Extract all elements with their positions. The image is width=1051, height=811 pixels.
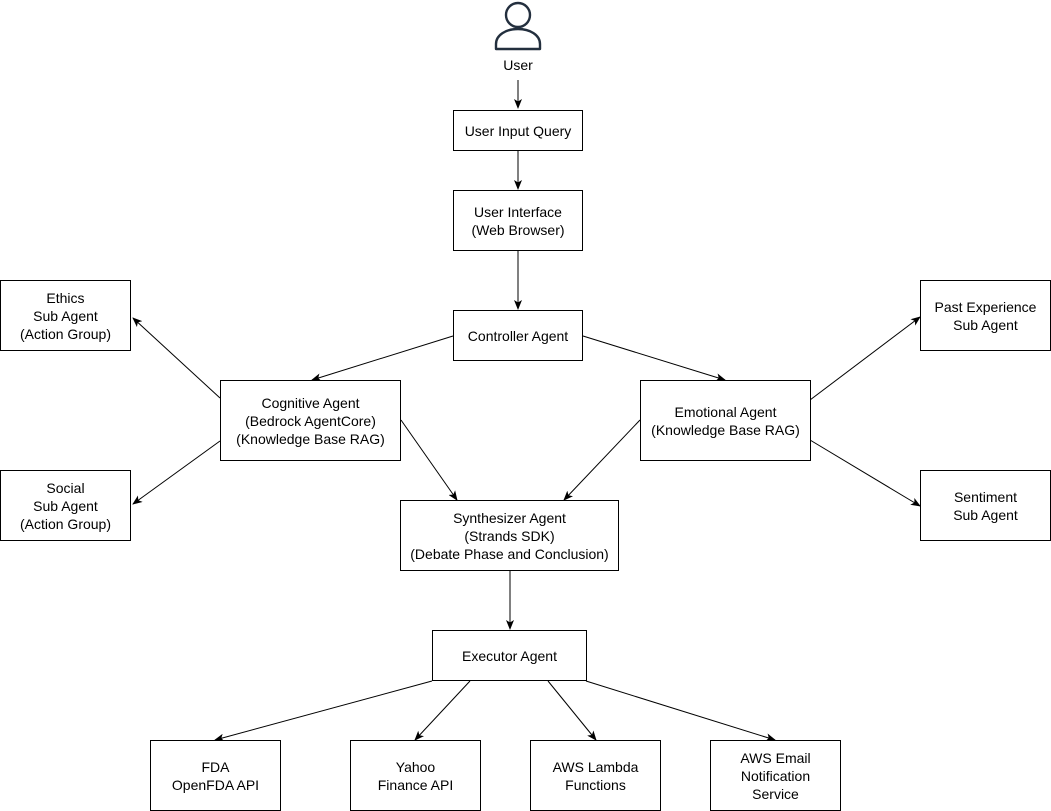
aws-email-notification-label: AWS Email Notification Service [740,749,811,802]
arrow-emotional-to-synthesizer [563,419,641,501]
user-interface-label: User Interface (Web Browser) [471,203,565,238]
aws-lambda-label: AWS Lambda Functions [552,758,639,793]
ethics-sub-agent-box: Ethics Sub Agent (Action Group) [0,280,131,351]
executor-agent-label: Executor Agent [462,647,557,664]
past-experience-sub-agent-box: Past Experience Sub Agent [920,280,1051,351]
user-interface-box: User Interface (Web Browser) [453,190,583,251]
user-actor: User [488,0,548,76]
synthesizer-agent-label: Synthesizer Agent (Strands SDK) (Debate … [410,509,609,562]
arrow-cognitive-to-ethics [132,317,221,399]
arrow-executor-to-yahoo [414,680,471,741]
arrow-cognitive-to-social [132,440,221,505]
arrow-emotional-to-sentiment [809,439,921,507]
fda-api-label: FDA OpenFDA API [171,758,260,793]
controller-agent-label: Controller Agent [467,327,569,344]
cognitive-agent-box: Cognitive Agent (Bedrock AgentCore) (Kno… [220,380,401,461]
arrow-executor-to-email [585,680,776,742]
social-sub-agent-label: Social Sub Agent (Action Group) [19,479,112,532]
cognitive-agent-label: Cognitive Agent (Bedrock AgentCore) (Kno… [236,394,385,447]
social-sub-agent-box: Social Sub Agent (Action Group) [0,470,131,541]
user-input-query-label: User Input Query [464,122,572,139]
aws-email-notification-box: AWS Email Notification Service [710,740,841,811]
ethics-sub-agent-label: Ethics Sub Agent (Action Group) [19,289,112,342]
controller-agent-box: Controller Agent [453,310,583,361]
emotional-agent-box: Emotional Agent (Knowledge Base RAG) [640,380,811,461]
sentiment-sub-agent-label: Sentiment Sub Agent [953,488,1018,523]
arrow-emotional-to-past-experience [809,316,921,401]
arrow-controller-to-emotional [582,335,726,382]
aws-lambda-box: AWS Lambda Functions [530,740,661,811]
emotional-agent-label: Emotional Agent (Knowledge Base RAG) [651,403,800,438]
past-experience-sub-agent-label: Past Experience Sub Agent [934,298,1037,333]
user-icon [494,1,542,51]
arrow-executor-to-lambda [547,680,597,741]
user-input-query-box: User Input Query [453,110,583,151]
sentiment-sub-agent-box: Sentiment Sub Agent [920,470,1051,541]
synthesizer-agent-box: Synthesizer Agent (Strands SDK) (Debate … [400,500,619,571]
yahoo-finance-api-label: Yahoo Finance API [377,758,454,793]
arrow-cognitive-to-synthesizer [400,419,458,501]
arrow-executor-to-fda [214,680,433,742]
user-label: User [503,57,533,73]
executor-agent-box: Executor Agent [432,630,587,681]
yahoo-finance-api-box: Yahoo Finance API [350,740,481,811]
fda-api-box: FDA OpenFDA API [150,740,281,811]
arrow-controller-to-cognitive [311,335,454,382]
